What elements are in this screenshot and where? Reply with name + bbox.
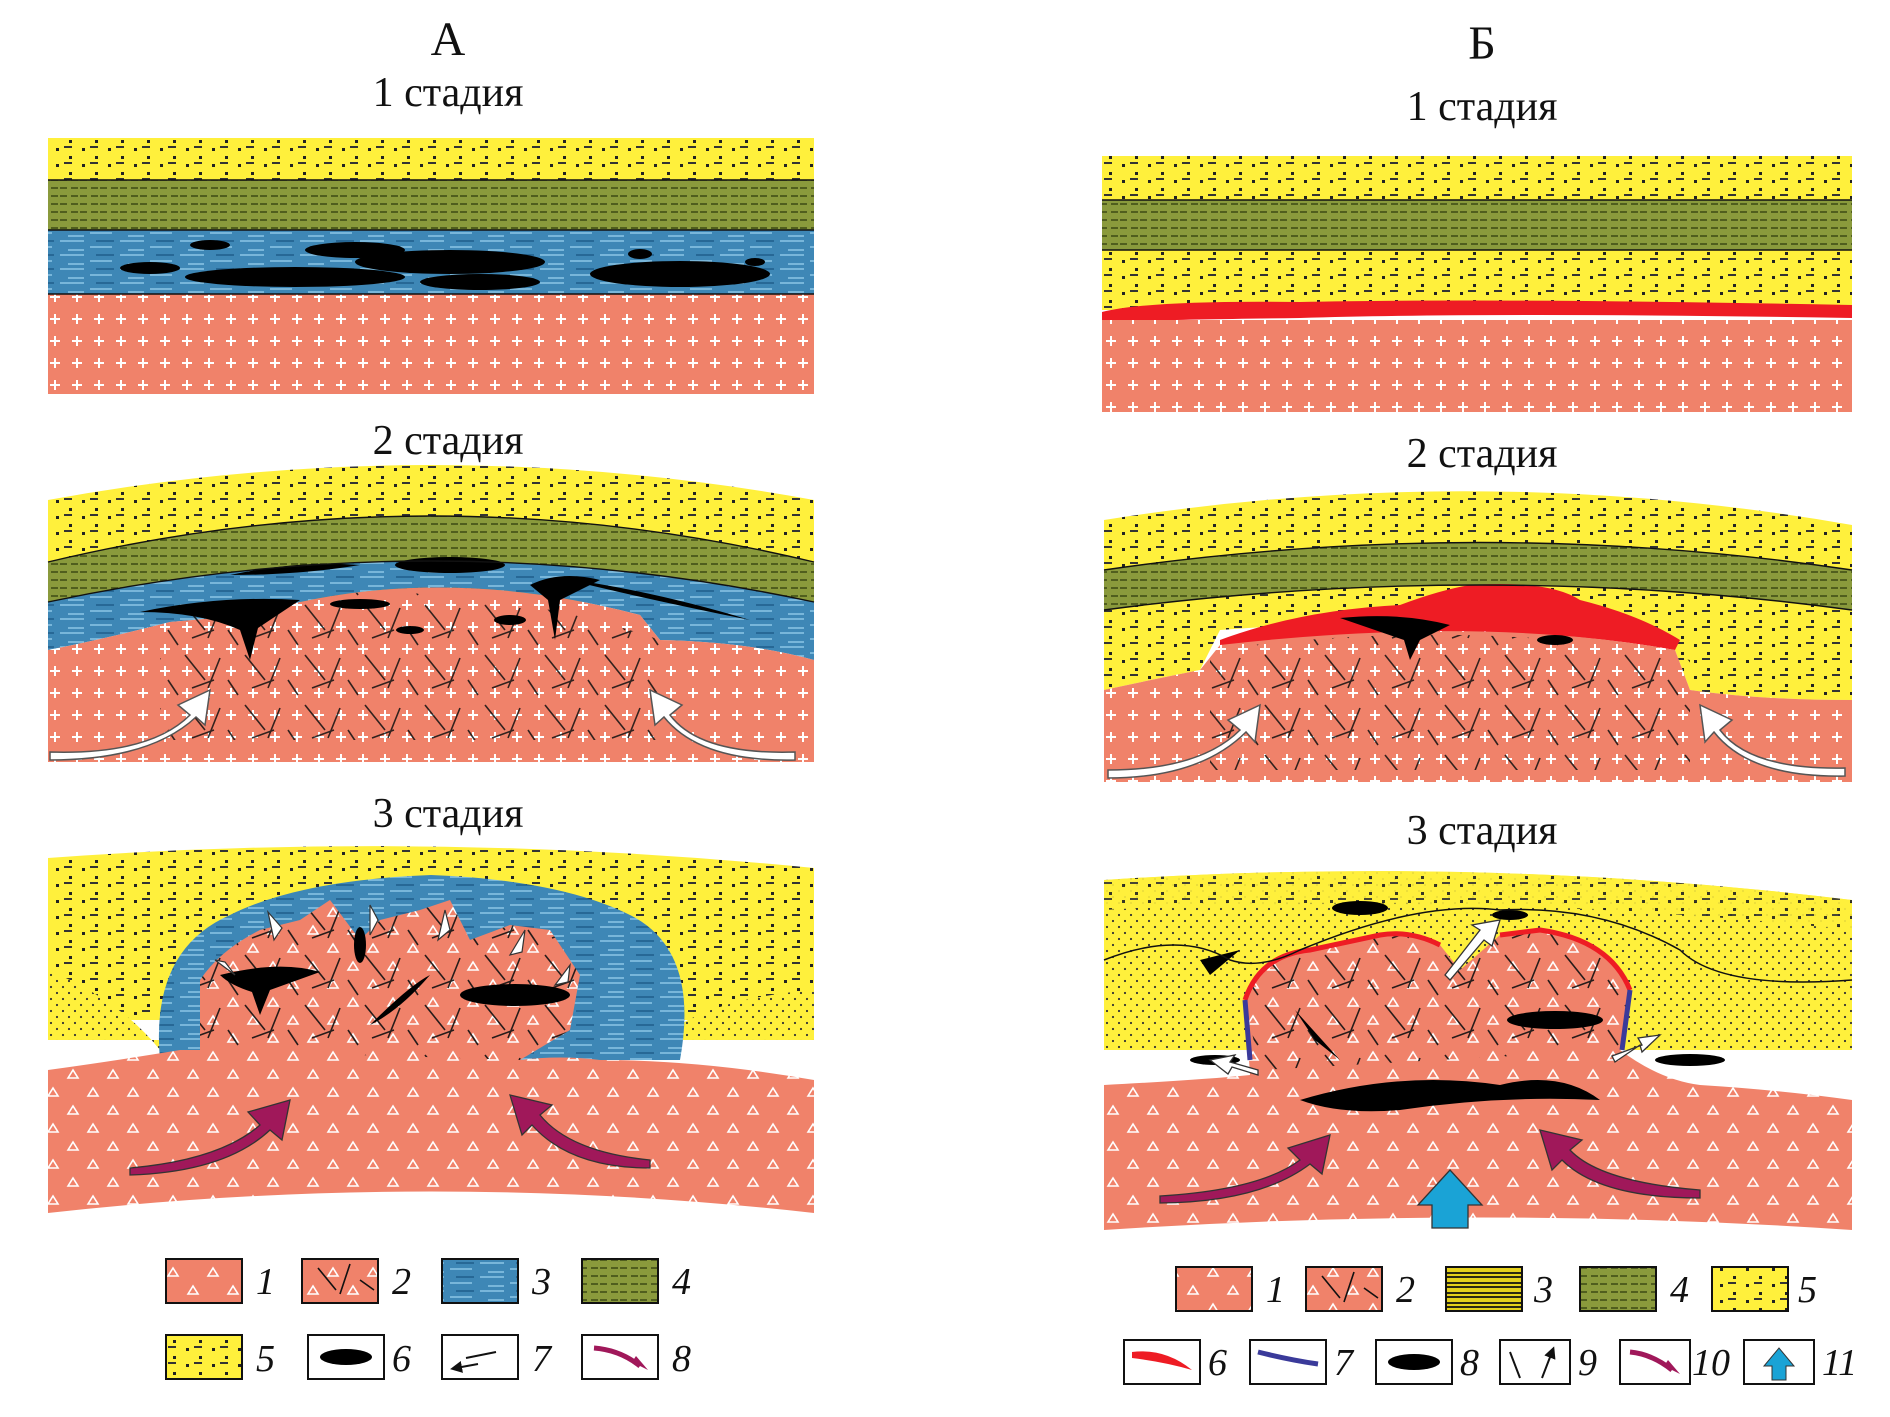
ore-veins bbox=[140, 557, 750, 660]
legend-swatch-4 bbox=[581, 1258, 659, 1304]
panel-b-stage-1-section bbox=[1102, 156, 1852, 412]
legend-label-7: 7 bbox=[532, 1338, 553, 1380]
panel-a-stage-3-label: 3 стадия bbox=[372, 791, 524, 837]
legend-label-7: 7 bbox=[1334, 1342, 1355, 1384]
legend-swatch-1 bbox=[165, 1258, 243, 1304]
legend-swatch-8 bbox=[581, 1334, 659, 1380]
legend-label-9: 9 bbox=[1578, 1342, 1597, 1384]
legend-label-1: 1 bbox=[256, 1261, 275, 1303]
maroon-arrows bbox=[1159, 1129, 1701, 1204]
panel-a-stage-2-label: 2 стадия bbox=[372, 418, 524, 464]
ore-bodies bbox=[120, 240, 770, 290]
legend-swatch-5 bbox=[1711, 1266, 1789, 1312]
ore-veins bbox=[220, 927, 570, 1025]
panel-b-stage-1-label: 1 стадия bbox=[1406, 84, 1558, 130]
panel-a-stage-1-label: 1 стадия bbox=[372, 70, 524, 116]
panel-b-stage-3-label: 3 стадия bbox=[1406, 808, 1558, 854]
legend-swatch-2 bbox=[1305, 1266, 1383, 1312]
panel-a-title: А bbox=[430, 13, 466, 66]
ore-veins bbox=[1340, 616, 1573, 660]
panel-b-stage-3-section bbox=[1103, 871, 1853, 1230]
siltstone-layer bbox=[48, 180, 814, 230]
panel-a-stage-3-section bbox=[48, 846, 814, 1213]
legend-swatch-3 bbox=[441, 1258, 519, 1304]
legend-label-1: 1 bbox=[1266, 1269, 1285, 1311]
legend-label-3: 3 bbox=[1533, 1269, 1553, 1311]
legend-label-8: 8 bbox=[672, 1338, 691, 1380]
panel-a-stage-1-section bbox=[48, 138, 814, 394]
legend-label-4: 4 bbox=[1670, 1269, 1689, 1311]
panel-b-title: Б bbox=[1468, 17, 1496, 70]
legend-label-5: 5 bbox=[256, 1338, 275, 1380]
legend-label-8: 8 bbox=[1460, 1342, 1479, 1384]
legend-swatch-10 bbox=[1619, 1339, 1691, 1385]
legend-swatch-4 bbox=[1579, 1266, 1657, 1312]
legend-label-4: 4 bbox=[672, 1261, 691, 1303]
sand-layer bbox=[48, 138, 814, 180]
legend-label-3: 3 bbox=[531, 1261, 551, 1303]
legend-label-6: 6 bbox=[392, 1338, 411, 1380]
legend-label-5: 5 bbox=[1798, 1269, 1817, 1311]
white-arrows bbox=[49, 688, 796, 761]
legend-label-2: 2 bbox=[392, 1261, 411, 1303]
white-arrows bbox=[1107, 703, 1846, 779]
legend-label-10: 10 bbox=[1692, 1342, 1730, 1384]
legend-label-2: 2 bbox=[1396, 1269, 1415, 1311]
panel-a-stage-2-section bbox=[47, 465, 815, 762]
small-arrows bbox=[214, 904, 571, 986]
panel-a-legend: 1 2 3 4 5 6 7 8 bbox=[165, 1258, 691, 1380]
basement-layer bbox=[48, 294, 814, 394]
legend-swatch-5 bbox=[165, 1334, 243, 1380]
legend-swatch-1 bbox=[1175, 1266, 1253, 1312]
legend-swatch-7 bbox=[441, 1334, 519, 1380]
legend-swatch-2 bbox=[301, 1258, 379, 1304]
panel-b-stage-2-section bbox=[1103, 491, 1853, 782]
cyan-arrow bbox=[1416, 1169, 1484, 1229]
white-arrows bbox=[1208, 919, 1662, 1076]
legend-label-11: 11 bbox=[1822, 1342, 1857, 1384]
legend-label-6: 6 bbox=[1208, 1342, 1227, 1384]
legend-swatch-9 bbox=[1499, 1339, 1571, 1385]
legend-swatch-3 bbox=[1445, 1266, 1523, 1312]
panel-b-legend: 1 2 3 4 5 6 7 8 9 10 11 bbox=[1123, 1266, 1857, 1385]
panel-b-stage-2-label: 2 стадия bbox=[1406, 431, 1558, 477]
maroon-arrows bbox=[129, 1094, 651, 1176]
ore-veins bbox=[1190, 901, 1725, 1112]
